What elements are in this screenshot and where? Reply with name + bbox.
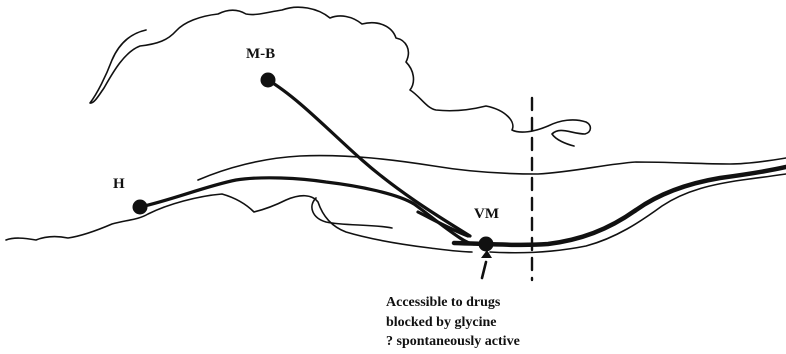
vm-annotation: Accessible to drugs blocked by glycine ?… — [386, 293, 520, 352]
annotation-line: blocked by glycine — [386, 313, 520, 333]
pathway-h-branch — [418, 212, 468, 236]
ventral-outline-left — [6, 194, 472, 252]
nucleus-h-dot — [133, 200, 148, 215]
dorsal-outline — [90, 7, 590, 146]
label-mb: M-B — [246, 46, 275, 63]
ventral-surface-outer — [198, 156, 786, 180]
annotation-line: Accessible to drugs — [386, 293, 520, 313]
nucleus-vm-dot — [479, 237, 494, 252]
annotation-line: ? spontaneously active — [386, 332, 520, 352]
pathway-h-to-vm — [140, 178, 474, 244]
label-h: H — [113, 176, 125, 193]
ventral-surface-lower — [490, 174, 786, 253]
nucleus-mb-dot — [261, 73, 276, 88]
annotation-arrow-shaft — [482, 262, 486, 278]
pituitary-outline — [312, 198, 392, 228]
label-vm: VM — [474, 206, 499, 223]
